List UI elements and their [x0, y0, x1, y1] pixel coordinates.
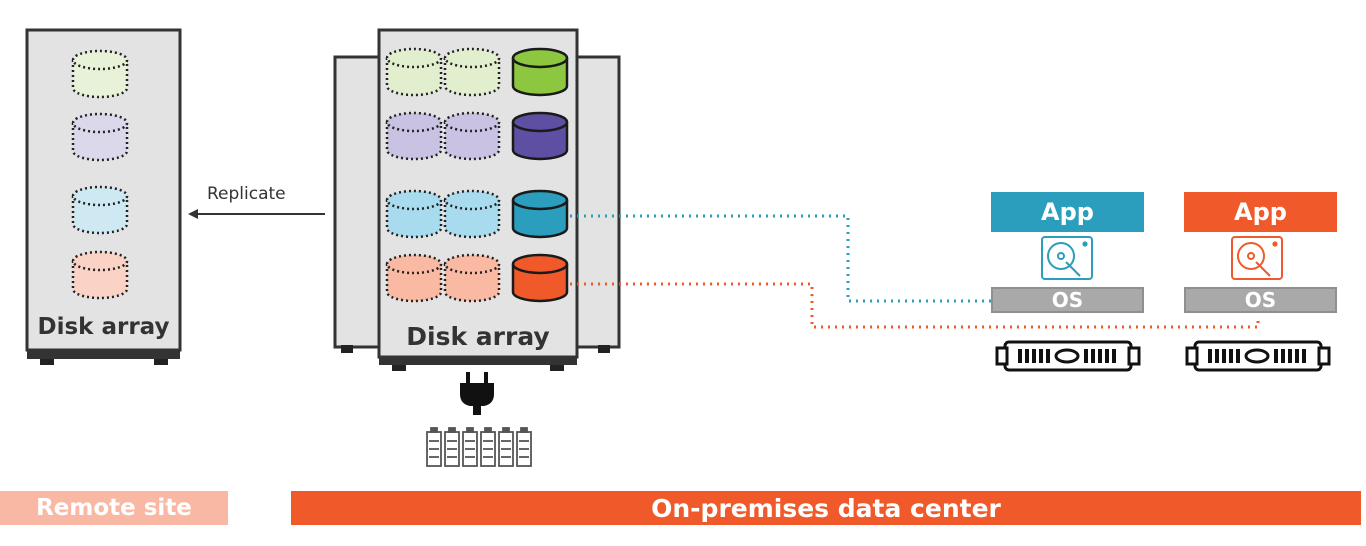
remote-disk-array-label: Disk array [37, 314, 170, 340]
power-plug-icon [460, 372, 494, 415]
arrow-left-icon [188, 209, 325, 219]
app-label-blue: App [991, 192, 1144, 232]
os-label-orange: OS [1184, 287, 1337, 313]
battery-icon [426, 427, 532, 467]
primary-disk-array-label: Disk array [406, 322, 550, 351]
hard-disk-icon [1231, 236, 1283, 280]
blue-connection-line [570, 214, 992, 303]
remote-site-bar: Remote site [0, 491, 228, 525]
server-rack-icon [1185, 340, 1331, 372]
os-label-blue: OS [991, 287, 1144, 313]
replicate-label: Replicate [207, 184, 286, 204]
hard-disk-icon [1041, 236, 1093, 280]
server-rack-icon [995, 340, 1141, 372]
onprem-site-bar: On-premises data center [291, 491, 1361, 525]
app-label-orange: App [1184, 192, 1337, 232]
orange-connection-line [570, 282, 1260, 329]
